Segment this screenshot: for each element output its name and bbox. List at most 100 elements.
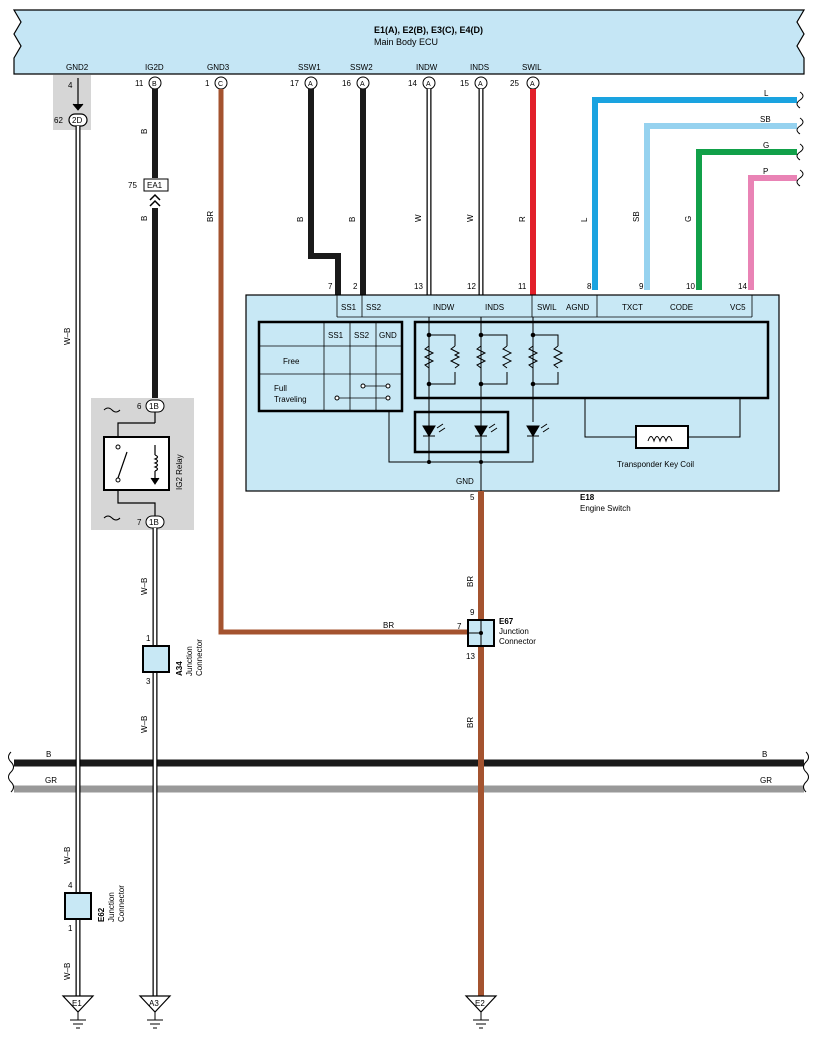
ig2-relay-break-bottom	[103, 515, 121, 521]
swil-ecu-conn-label: A	[530, 81, 535, 88]
ig2-relay-conn-bottom-label: 1B	[149, 518, 159, 527]
es-term-vc5: VC5	[730, 303, 746, 312]
ig2-relay-wire-code: W–B	[140, 578, 149, 595]
ground-e1-icon	[70, 1012, 86, 1029]
ecu-title: E1(A), E2(B), E3(C), E4(D)	[374, 25, 483, 35]
ig2-relay-contact-top	[115, 444, 121, 450]
wire-br-gnd3	[218, 89, 475, 635]
wire-p	[748, 175, 797, 290]
ssw1-ecu-conn-label: A	[308, 81, 313, 88]
es-pin-ss2: 2	[353, 282, 358, 291]
offpage-break-mark	[796, 91, 804, 187]
es-pin-indw: 13	[414, 282, 423, 291]
ig2-relay-pin-top: 6	[137, 402, 142, 411]
es-ground-node-indw	[427, 460, 431, 464]
e62-connector	[64, 892, 92, 920]
es-term-ss1: SS1	[341, 303, 357, 312]
es-term-ss2: SS2	[366, 303, 382, 312]
ea1-chevron	[149, 193, 161, 207]
e62-line2: Connector	[117, 885, 126, 922]
a34-wire-code-below: W–B	[140, 716, 149, 733]
txct-wire-code: SB	[632, 211, 641, 222]
wire-l	[592, 97, 797, 290]
ecu-terminal-swil: SWIL	[522, 63, 542, 72]
gnd2-connector-label: 2D	[72, 116, 82, 125]
inds-ecu-pin: 15	[460, 79, 469, 88]
ecu-terminal-ssw1: SSW1	[298, 63, 321, 72]
es-term-indw: INDW	[433, 303, 455, 312]
agnd-wire-code: L	[580, 217, 589, 222]
e67-wire-code-below: BR	[466, 717, 475, 728]
ssw1-wire-code: B	[296, 217, 305, 222]
es-ground-bus	[388, 411, 534, 463]
es-pin-inds: 12	[467, 282, 476, 291]
es-term-agnd: AGND	[566, 303, 589, 312]
ig2-relay-box	[103, 436, 170, 491]
ig2d-wire-code-lower: B	[140, 216, 149, 221]
es-pin-ss1: 7	[328, 282, 333, 291]
e67-line1: Junction	[499, 627, 529, 636]
a34-connector	[142, 645, 170, 673]
es-table-header-ss1: SS1	[328, 331, 344, 340]
es-gnd-pin: 5	[470, 493, 475, 502]
ground-e1-triangle	[61, 995, 95, 1013]
es-transponder-coil-icon	[647, 436, 673, 443]
es-name: Engine Switch	[580, 504, 631, 513]
a34-line2: Connector	[195, 639, 204, 676]
inds-wire-code: W	[466, 214, 475, 222]
ecu-box	[12, 9, 806, 75]
e67-pin-left: 7	[457, 622, 462, 631]
ea1-connector-pin: 75	[128, 181, 137, 190]
ground-e1-label: E1	[72, 999, 82, 1008]
a34-pin-bottom: 3	[146, 677, 151, 686]
a34-line1: Junction	[185, 646, 194, 676]
ecu-subtitle: Main Body ECU	[374, 37, 438, 47]
es-contact-ss1-lower	[334, 395, 340, 401]
a34-code: A34	[175, 661, 184, 676]
ig2d-wire-code-upper: B	[140, 129, 149, 134]
gnd2-connector-pin: 62	[54, 116, 63, 125]
e62-pin-bottom: 1	[68, 924, 73, 933]
es-resistor-group-inds	[475, 322, 513, 462]
ecu-terminal-ssw2: SSW2	[350, 63, 373, 72]
e67-node	[479, 631, 483, 635]
es-code: E18	[580, 493, 595, 502]
es-table-row-free: Free	[283, 357, 300, 366]
gnd2-arrow	[72, 103, 84, 111]
gnd2-wire-code: W–B	[63, 328, 72, 345]
code-wire-code: G	[684, 216, 693, 222]
es-term-inds: INDS	[485, 303, 504, 312]
offpage-code-l: L	[764, 89, 769, 98]
ground-a3-label: A3	[149, 999, 159, 1008]
ig2-relay-pin-bottom: 7	[137, 518, 142, 527]
es-term-txct: TXCT	[622, 303, 643, 312]
ig2d-ecu-pin: 11	[135, 79, 144, 88]
es-contact-gnd-lower	[385, 395, 391, 401]
bus-gr-code-right: GR	[760, 776, 772, 785]
ground-e2: E2	[464, 995, 498, 1029]
es-led-inds-icon	[474, 423, 498, 437]
es-pin-swil: 11	[518, 282, 527, 291]
ig2-relay-contact-bottom	[115, 477, 121, 483]
bus-b-code-left: B	[46, 750, 51, 759]
swil-wire-code: R	[518, 216, 527, 222]
ground-e2-triangle	[464, 995, 498, 1013]
bus-b-code-right: B	[762, 750, 767, 759]
swil-ecu-pin: 25	[510, 79, 519, 88]
ig2-relay-break-top	[103, 407, 121, 413]
ecu-terminal-gnd3: GND3	[207, 63, 230, 72]
bus-gr-code-left: GR	[45, 776, 57, 785]
ground-e1: E1	[61, 995, 95, 1029]
e62-line1: Junction	[107, 892, 116, 922]
e67-wire-code-above: BR	[466, 576, 475, 587]
offpage-code-sb: SB	[760, 115, 771, 124]
e62-code: E62	[97, 907, 106, 922]
es-term-swil: SWIL	[537, 303, 557, 312]
bus-break-left	[8, 751, 14, 793]
offpage-code-g: G	[763, 141, 769, 150]
es-table-row-full-1: Full	[274, 384, 287, 393]
es-table-header-gnd: GND	[379, 331, 397, 340]
ground-a3: A3	[138, 995, 172, 1029]
ea1-connector-label: EA1	[147, 181, 163, 190]
